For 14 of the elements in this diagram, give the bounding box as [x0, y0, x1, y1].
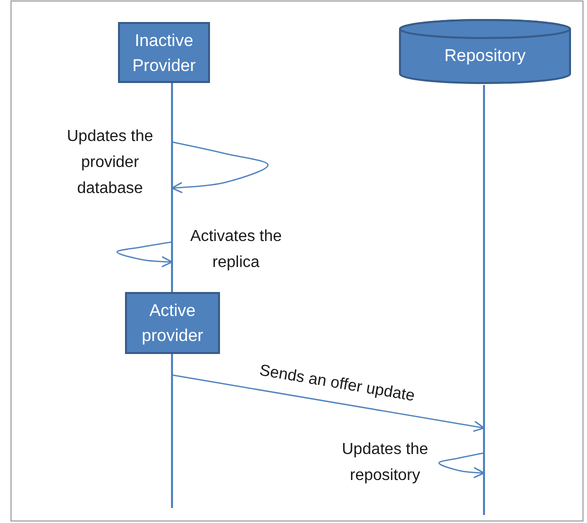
lifeline: [171, 83, 173, 292]
message-arrow: [172, 374, 485, 432]
message-label: Activates the replica: [189, 227, 283, 273]
lifeline: [483, 85, 485, 515]
message-label: Updates the provider database: [66, 127, 154, 199]
self-message-arrow: [438, 452, 485, 478]
participant-box: Active provider: [125, 292, 220, 354]
lifeline: [171, 354, 173, 508]
database-cylinder: Repository: [398, 18, 572, 85]
message-label: Sends an offer update: [257, 361, 417, 407]
self-message-arrow: [171, 141, 269, 194]
message-label: Updates the repository: [340, 440, 430, 486]
participant-box: Inactive Provider: [118, 22, 210, 83]
self-message-arrow: [116, 241, 173, 268]
